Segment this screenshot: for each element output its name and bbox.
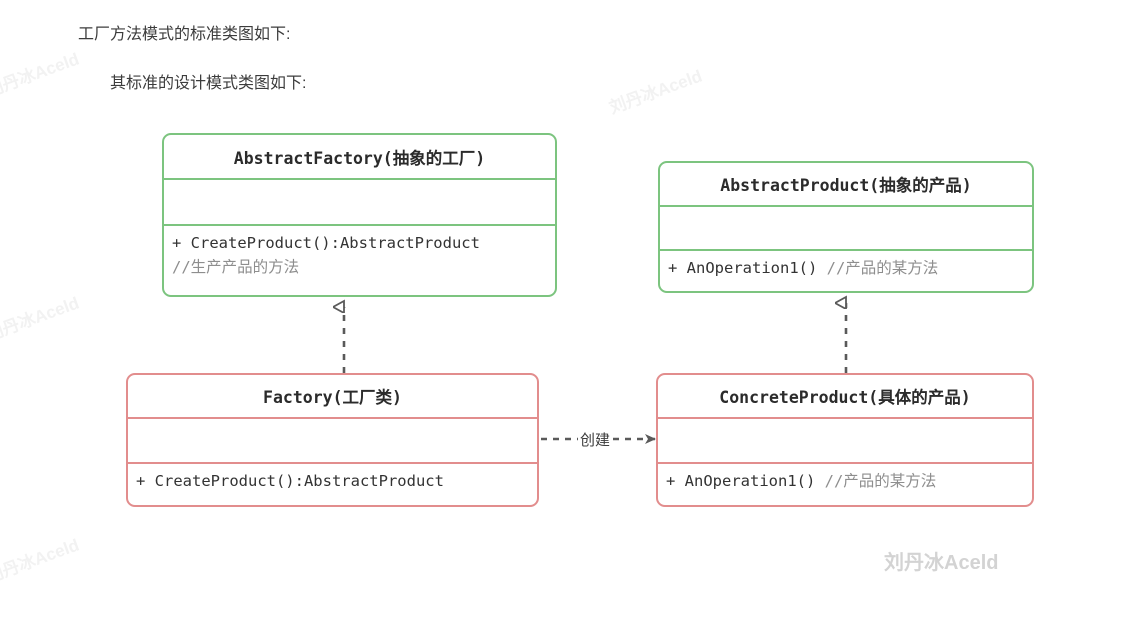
uml-class-abstract-product[interactable]: AbstractProduct(抽象的产品) + AnOperation1() … bbox=[658, 161, 1034, 293]
watermark-rotated-bottom-left: 刘丹冰Aceld bbox=[0, 535, 82, 587]
uml-attributes-concrete-product bbox=[658, 419, 1032, 464]
watermark-bottom-right: 刘丹冰Aceld bbox=[884, 552, 999, 574]
uml-operations-abstract-factory: + CreateProduct():AbstractProduct //生产产品… bbox=[164, 226, 555, 279]
uml-operation-comment: //生产产品的方法 bbox=[172, 257, 300, 276]
uml-operations-abstract-product: + AnOperation1() //产品的某方法 bbox=[660, 251, 1032, 281]
uml-operation-comment: //产品的某方法 bbox=[826, 259, 939, 277]
uml-operation-signature: + CreateProduct():AbstractProduct bbox=[172, 234, 480, 252]
uml-class-title-concrete-product: ConcreteProduct(具体的产品) bbox=[658, 375, 1032, 419]
watermark-rotated-top-left: 刘丹冰Aceld bbox=[0, 49, 82, 101]
uml-operation-signature: + AnOperation1() bbox=[668, 259, 827, 277]
uml-operations-concrete-product: + AnOperation1() //产品的某方法 bbox=[658, 464, 1032, 494]
uml-operation-comment: //产品的某方法 bbox=[824, 472, 937, 490]
uml-attributes-abstract-factory bbox=[164, 180, 555, 226]
heading-line-1: 工厂方法模式的标准类图如下: bbox=[78, 26, 291, 43]
uml-operation-signature: + CreateProduct():AbstractProduct bbox=[136, 472, 444, 490]
uml-class-title-abstract-factory: AbstractFactory(抽象的工厂) bbox=[164, 135, 555, 180]
uml-attributes-abstract-product bbox=[660, 207, 1032, 251]
uml-operation-line: + AnOperation1() //产品的某方法 bbox=[668, 257, 1032, 281]
watermark-rotated-mid-left: 刘丹冰Aceld bbox=[0, 293, 82, 345]
uml-operations-factory: + CreateProduct():AbstractProduct bbox=[128, 464, 537, 494]
relation-label-create: 创建 bbox=[578, 429, 613, 450]
uml-class-title-abstract-product: AbstractProduct(抽象的产品) bbox=[660, 163, 1032, 207]
uml-class-factory[interactable]: Factory(工厂类) + CreateProduct():AbstractP… bbox=[126, 373, 539, 507]
heading-line-2: 其标准的设计模式类图如下: bbox=[110, 75, 307, 92]
uml-attributes-factory bbox=[128, 419, 537, 464]
uml-operation-signature: + AnOperation1() bbox=[666, 472, 825, 490]
watermark-rotated-top-center: 刘丹冰Aceld bbox=[606, 66, 705, 118]
uml-class-title-factory: Factory(工厂类) bbox=[128, 375, 537, 419]
uml-operation-line: + AnOperation1() //产品的某方法 bbox=[666, 470, 1032, 494]
uml-class-abstract-factory[interactable]: AbstractFactory(抽象的工厂) + CreateProduct()… bbox=[162, 133, 557, 297]
uml-class-concrete-product[interactable]: ConcreteProduct(具体的产品) + AnOperation1() … bbox=[656, 373, 1034, 507]
